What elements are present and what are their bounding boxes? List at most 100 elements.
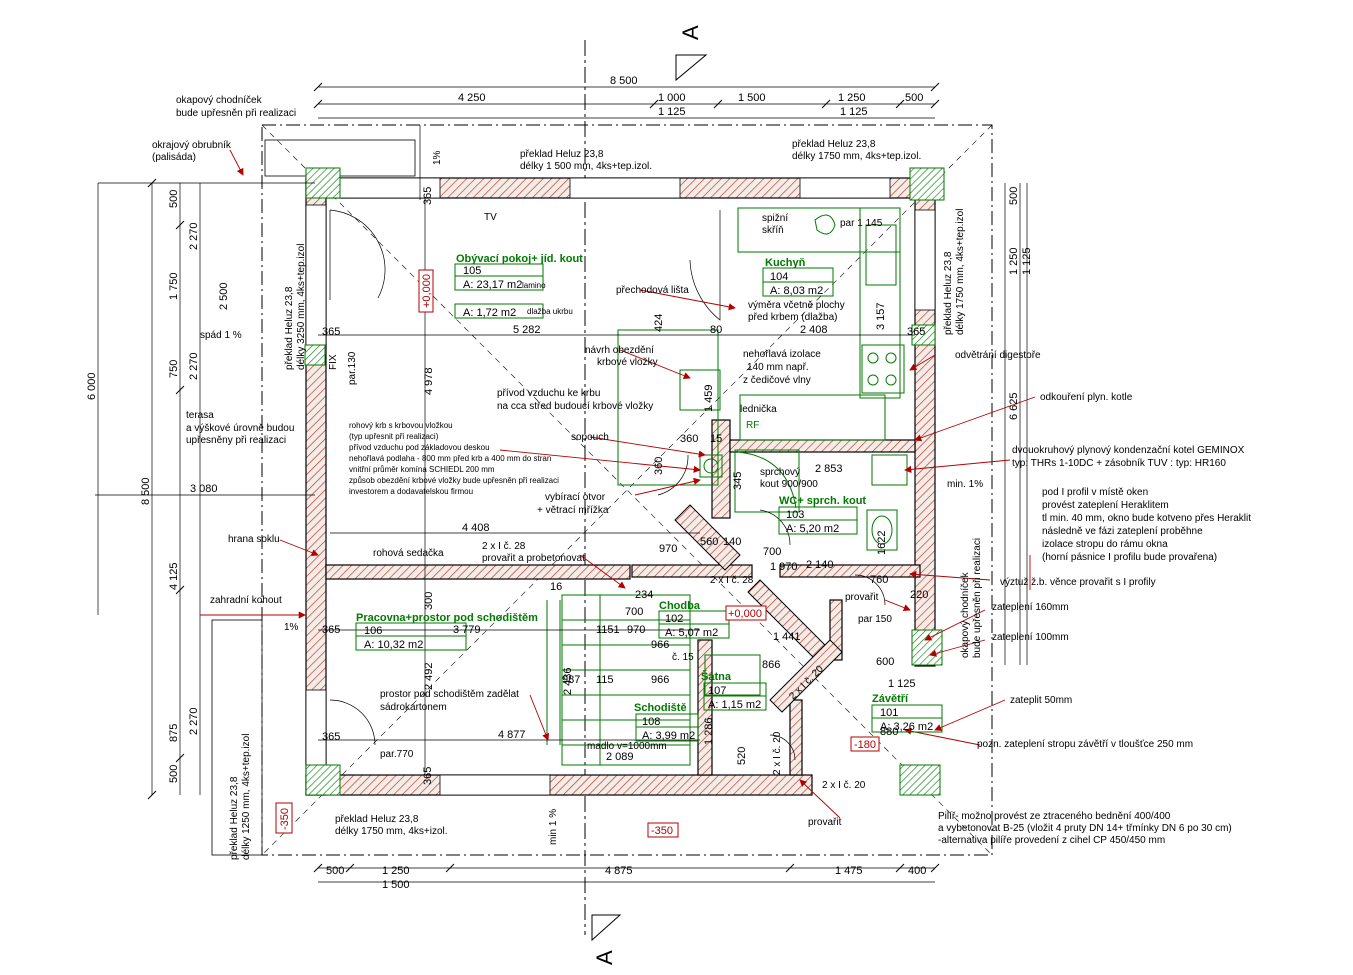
note-vymera1: výměra včetně plochy [748,300,845,311]
note-vymera2: před krbem (dlažba) [748,312,837,323]
note-pct4: min. 1% [947,479,983,490]
room-105b-area: A: 1,72 m2 [463,307,516,319]
dim-left-2270b: 2 270 [188,352,200,380]
note-step: č. 15 [672,652,694,663]
dim-right-6625: 6 625 [1008,392,1020,420]
note-heluz5a: překlad Heluz 23,8 [335,814,419,825]
door-swings [329,209,886,761]
note-kotel2: typ: THRs 1-10DC + zásobník TUV : typ: H… [1012,458,1226,469]
diagonal-walls [674,504,843,713]
dim-top-d7: 1 125 [840,106,868,118]
dim-220: 220 [910,589,928,601]
dim-bottom-d1: 500 [326,865,344,877]
room-102-area: A: 5,07 m2 [665,627,718,639]
dim-2853: 2 853 [815,463,843,475]
dim-365a: 365 [422,187,434,205]
dim-left-6000: 6 000 [86,372,98,400]
dim-970a: 970 [627,624,645,636]
note-heluz2a: překlad Heluz 23,8 [792,139,876,150]
note-navrh1: návrh obezdění [585,345,654,356]
leader-arrows [200,149,1036,819]
dim-966a: 966 [651,639,669,651]
note-podl6: (horní pásnice I profilu bude provařena) [1042,552,1217,563]
room-102-name: Chodba [659,600,701,612]
dim-1151: 1151 [596,624,620,636]
dim-2140: 2 140 [806,559,834,571]
note-ipro1: 2 x I č. 28 [482,541,526,552]
note-pilir1: Pilíř- možno provést ze ztraceného bedně… [938,811,1171,822]
dim-top-d4: 1 250 [838,92,866,104]
room-107-num: 107 [708,685,726,697]
note-privod1: přívod vzduchu ke krbu [497,388,600,399]
dim-top-d6: 1 125 [658,106,686,118]
note-okap2: bude upřesněn při realizaci [176,108,296,119]
dim-360b: 360 [653,457,665,475]
dim-700b: 700 [763,546,781,558]
dim-bottom-d3: 1 500 [382,879,410,891]
dim-365f: 365 [422,767,434,785]
note-prostor2: sádrokartonem [380,702,447,713]
room-104-name: Kuchyň [765,257,806,269]
note-rf: RF [746,420,759,431]
level-l4: -350 [279,808,291,830]
dim-345: 345 [732,472,744,490]
dim-left-overall: 8 500 [140,477,152,505]
note-heluz6b: délky 1250 mm, 4ks+tep.izol [241,734,252,860]
dim-top-d5: 500 [905,92,923,104]
note-obrub1: okrajový obrubník [152,140,232,151]
dim-365b: 365 [322,326,340,338]
note-zat160: zateplení 160mm [992,602,1069,613]
dim-left-2500: 2 500 [218,282,230,310]
note-pct3: min 1 % [548,809,559,845]
dim-1459: 1 459 [703,384,715,412]
dim-520: 520 [736,747,748,765]
dim-3157: 3 157 [875,302,887,330]
note-par150: par 150 [858,614,892,625]
inner-dimension-labels: 365 365 365 365 365 365 5 282 80 2 408 4… [322,187,928,785]
note-krb6: způsob obezdění krbové vložky bude upřes… [349,476,559,485]
note-heluz3b: délky 3250 mm, 4ks+tep.izol [296,244,307,370]
note-navrh2: krbové vložky [597,357,658,368]
room-105-num: 105 [463,265,481,277]
fixtures [546,207,908,766]
note-zahrad: zahradní kohout [210,595,282,606]
note-nehorl1: nehořlavá izolace [743,349,821,360]
dim-80: 80 [710,324,722,336]
note-pct2: 1% [284,622,299,633]
room-104-area: A: 8,03 m2 [770,285,823,297]
level-l1: +0,000 [421,274,433,308]
note-terasa1: terasa [186,410,214,421]
dim-987: 987 [562,674,580,686]
room-102-num: 102 [665,613,683,625]
dim-top-d2: 1 000 [658,92,686,104]
room-103-num: 103 [786,509,804,521]
room-105-area: A: 23,17 m2 [463,279,522,291]
level-l3: -180 [854,739,876,751]
dim-2436: 2 436 [562,667,574,695]
dim-1970: 1 970 [770,561,798,573]
room-106-name: Pracovna+prostor pod schodištěm [356,612,538,624]
note-podl2: provést zateplení Heraklitem [1042,500,1169,511]
dim-880: 880 [880,726,898,738]
dim-bottom-d5: 1 475 [835,865,863,877]
note-krb3: přívod vzduchu pod základovou deskou [349,443,490,452]
note-ipro2: provařit a probetonovat [482,553,585,564]
note-spiz1: spižní [762,213,788,224]
dim-365e: 365 [322,731,340,743]
dim-top-overall: 8 500 [610,75,638,87]
dim-1125-inner: 1 125 [888,678,916,690]
note-krb1: rohový krb s krbovou vložkou [349,421,453,430]
note-provarit1: provařit [845,592,879,603]
note-prostor1: prostor pod schodištěm zadělat [380,689,519,700]
dim-140: 140 [723,536,741,548]
dim-2089: 2 089 [606,751,634,763]
note-fix: FIX [328,354,339,370]
note-ipro4: 2 x I č. 20 [822,780,866,791]
dim-4978: 4 978 [423,367,435,395]
dim-866: 866 [762,659,780,671]
note-sprch2: kout 900/900 [760,479,818,490]
level-l2: +0,000 [728,608,762,620]
note-par130: par.130 [347,351,358,385]
note-provarit2: provařit [808,817,842,828]
dim-365d: 365 [322,624,340,636]
